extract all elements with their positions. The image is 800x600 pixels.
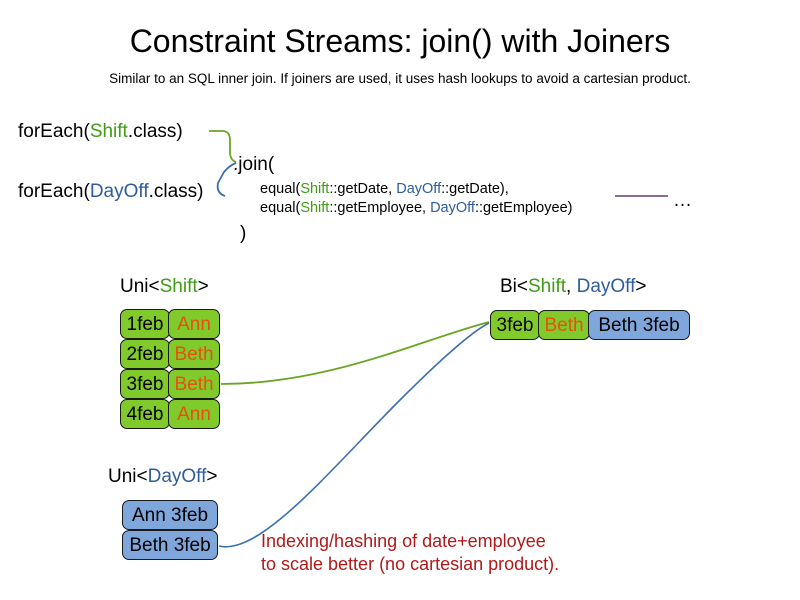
shift-fact-row[interactable]: 4feb Ann <box>120 399 220 429</box>
page-subtitle: Similar to an SQL inner join. If joiners… <box>109 71 691 86</box>
page-title: Constraint Streams: join() with Joiners <box>129 23 671 59</box>
bi-dayoff-text: Beth 3feb <box>598 314 680 336</box>
dayoff-fact-row[interactable]: Beth 3feb <box>122 530 218 560</box>
code-joiner-1-fn: equal( <box>260 200 301 216</box>
code-joiner-0-left-type: Shift <box>300 181 330 197</box>
annotation-line-2: to scale better (no cartesian product). <box>261 554 560 574</box>
code-join-open: .join( <box>233 154 275 175</box>
code-joiner-1-right-method: ::getEmployee) <box>474 200 573 216</box>
label-uni-dayoff-type: DayOff <box>147 466 207 487</box>
shift-date-cell: 1feb <box>120 309 170 339</box>
dayoff-text: Beth 3feb <box>129 534 211 556</box>
shift-fact-row[interactable]: 1feb Ann <box>120 309 220 339</box>
dayoff-cell: Ann 3feb <box>122 500 218 530</box>
shift-fact-row[interactable]: 2feb Beth <box>120 339 220 369</box>
code-foreach-dayoff: forEach(DayOff.class) <box>18 180 204 204</box>
bi-shift-employee-text: Beth <box>544 314 584 336</box>
shift-fact-row[interactable]: 3feb Beth <box>120 369 220 399</box>
code-joiner-0-right-type: DayOff <box>396 181 442 197</box>
shift-date-text: 1feb <box>126 313 164 335</box>
code-foreach-shift-suffix: .class) <box>127 121 183 142</box>
code-joiner-1-left-type: Shift <box>300 200 330 216</box>
code-foreach-dayoff-type: DayOff <box>89 181 149 202</box>
label-bi-stream: Bi<Shift, DayOff> <box>500 275 646 299</box>
code-joiner-0-left-method: ::getDate, <box>329 181 397 197</box>
shift-date-text: 3feb <box>126 373 164 395</box>
label-uni-dayoff: Uni<DayOff> <box>108 465 218 489</box>
shift-date-cell: 3feb <box>120 369 170 399</box>
code-joiner-1-right-type: DayOff <box>430 200 475 216</box>
label-bi-type-a: Shift <box>528 276 567 297</box>
dayoff-text: Ann 3feb <box>131 504 209 526</box>
code-foreach-dayoff-suffix: .class) <box>148 181 204 202</box>
bi-fact-row[interactable]: 3feb Beth Beth 3feb <box>490 310 690 340</box>
shift-employee-text: Ann <box>177 403 211 425</box>
code-join-close: ) <box>240 223 247 244</box>
code-foreach-shift: forEach(Shift.class) <box>18 120 183 144</box>
shift-date-cell: 4feb <box>120 399 170 429</box>
shift-employee-text: Beth <box>174 343 214 365</box>
dayoff-fact-row[interactable]: Ann 3feb <box>122 500 218 530</box>
code-joiner-0-fn: equal( <box>260 181 301 197</box>
shift-date-text: 4feb <box>126 403 164 425</box>
shift-employee-text: Ann <box>177 313 211 335</box>
bi-shift-date-text: 3feb <box>496 314 534 336</box>
bi-shift-employee-cell: Beth <box>538 310 590 340</box>
shift-date-text: 2feb <box>126 343 164 365</box>
label-uni-shift-prefix: Uni< <box>120 276 160 297</box>
bi-shift-date-cell: 3feb <box>490 310 540 340</box>
shift-employee-cell: Beth <box>168 369 220 399</box>
label-uni-dayoff-prefix: Uni< <box>108 466 148 487</box>
label-bi-suffix: > <box>635 276 647 297</box>
connector-dayoff-fact-to-bi <box>218 322 490 548</box>
label-uni-dayoff-suffix: > <box>206 466 218 487</box>
code-foreach-shift-prefix: forEach( <box>18 121 90 142</box>
dayoff-cell: Beth 3feb <box>122 530 218 560</box>
code-foreach-shift-type: Shift <box>89 121 128 142</box>
label-uni-shift: Uni<Shift> <box>120 275 209 299</box>
code-ellipsis: … <box>673 190 692 211</box>
code-joiner-0: equal(Shift::getDate, DayOff::getDate), <box>260 180 509 198</box>
shift-date-cell: 2feb <box>120 339 170 369</box>
shift-employee-cell: Ann <box>168 399 220 429</box>
annotation-note: Indexing/hashing of date+employee to sca… <box>261 530 559 576</box>
label-bi-type-b: DayOff <box>576 276 636 297</box>
connector-shift-fact-to-bi <box>220 321 490 385</box>
label-bi-separator: , <box>566 276 577 297</box>
label-uni-shift-type: Shift <box>159 276 198 297</box>
label-uni-shift-suffix: > <box>197 276 209 297</box>
shift-employee-cell: Ann <box>168 309 220 339</box>
shift-employee-cell: Beth <box>168 339 220 369</box>
bi-dayoff-cell: Beth 3feb <box>588 310 690 340</box>
connector-shift-to-join <box>209 130 237 163</box>
label-bi-prefix: Bi< <box>500 276 528 297</box>
code-joiner-1: equal(Shift::getEmployee, DayOff::getEmp… <box>260 199 572 217</box>
shift-employee-text: Beth <box>174 373 214 395</box>
code-foreach-dayoff-prefix: forEach( <box>18 181 90 202</box>
code-joiner-1-left-method: ::getEmployee, <box>329 200 431 216</box>
annotation-line-1: Indexing/hashing of date+employee <box>261 531 546 551</box>
code-joiner-0-right-method: ::getDate), <box>441 181 509 197</box>
